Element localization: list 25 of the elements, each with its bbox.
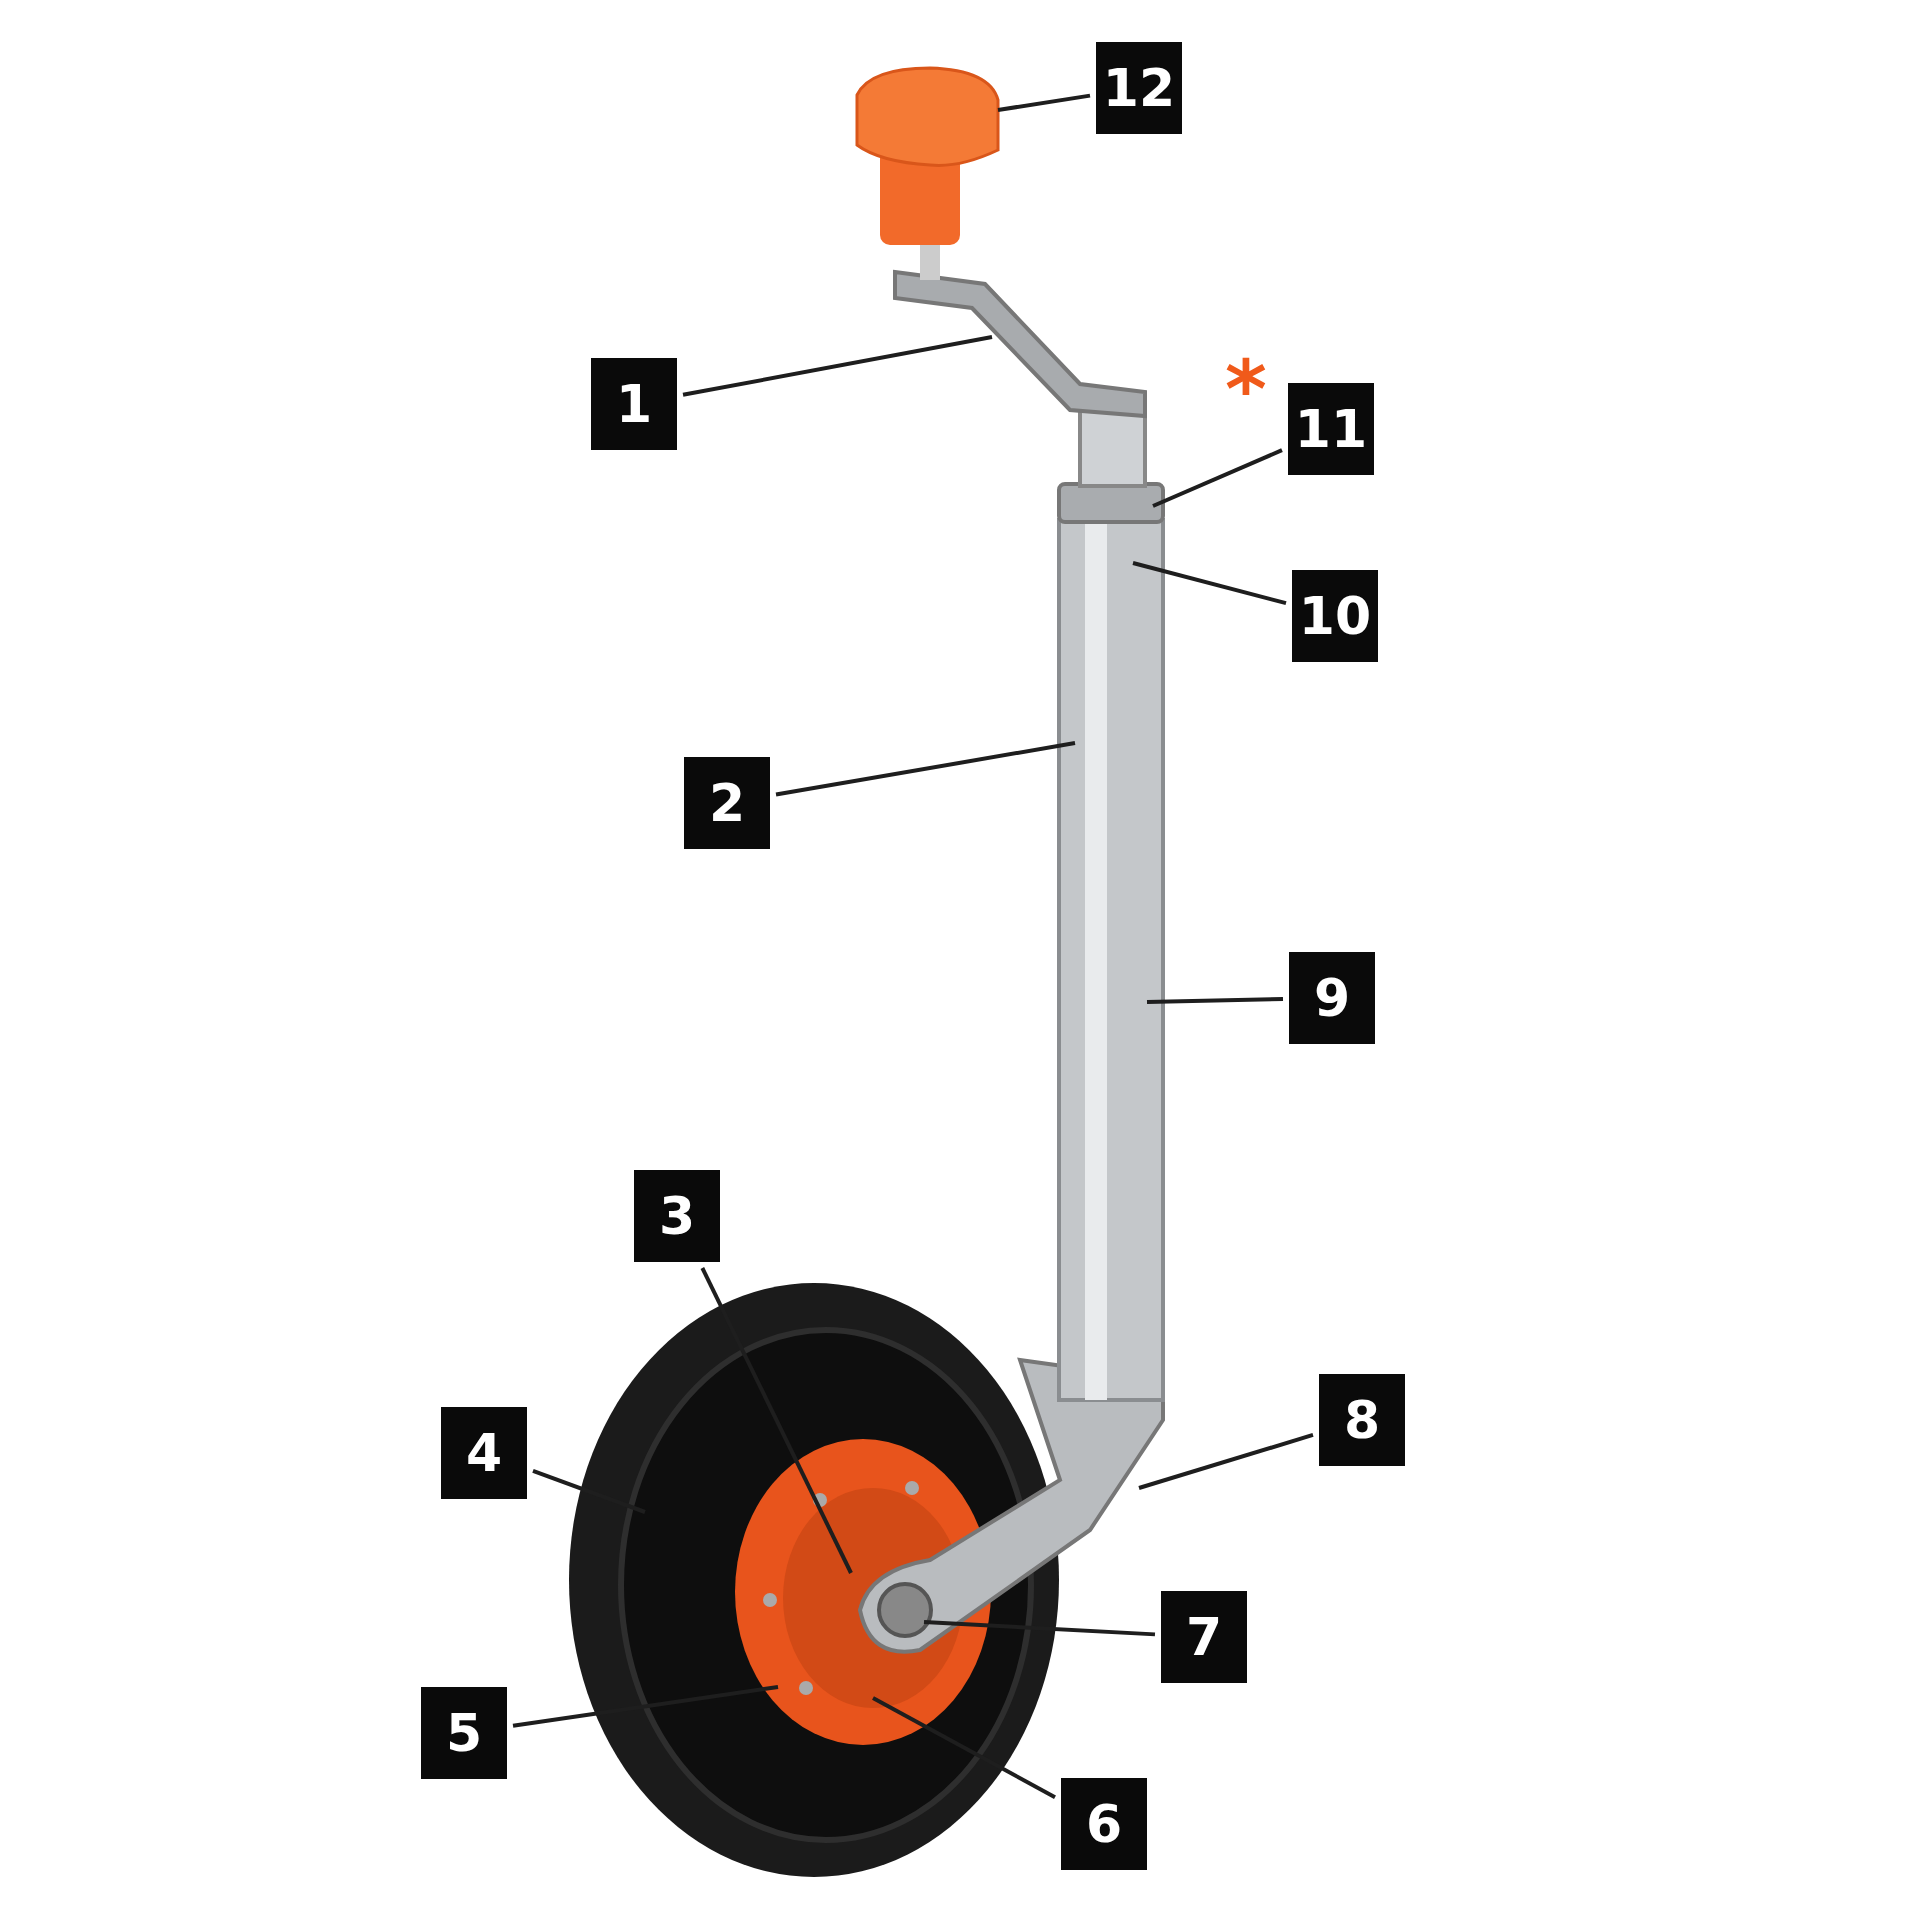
leader-line	[1138, 1433, 1314, 1490]
callout-number: 4	[441, 1407, 527, 1499]
leader-line	[1132, 561, 1287, 606]
leader-line	[512, 1685, 779, 1728]
leader-line	[1146, 997, 1284, 1004]
asterisk-note: *	[1225, 350, 1267, 430]
leader-line	[923, 1620, 1156, 1637]
leader-line	[872, 1696, 1056, 1800]
leader-line	[682, 335, 993, 397]
callout-number: 9	[1289, 952, 1375, 1044]
leader-line	[997, 93, 1091, 112]
leader-line	[775, 741, 1076, 797]
callout-number: 5	[421, 1687, 507, 1779]
callout-number: 12	[1096, 42, 1182, 134]
callout-number: 11	[1288, 383, 1374, 475]
callout-number: 1	[591, 358, 677, 450]
callout-number: 6	[1061, 1778, 1147, 1870]
callout-number: 8	[1319, 1374, 1405, 1466]
callout-number: 3	[634, 1170, 720, 1262]
callout-number: 2	[684, 757, 770, 849]
leader-line	[1152, 448, 1283, 508]
callout-number: 10	[1292, 570, 1378, 662]
leader-line	[532, 1469, 646, 1514]
callout-number: 7	[1161, 1591, 1247, 1683]
leader-line	[700, 1267, 853, 1574]
